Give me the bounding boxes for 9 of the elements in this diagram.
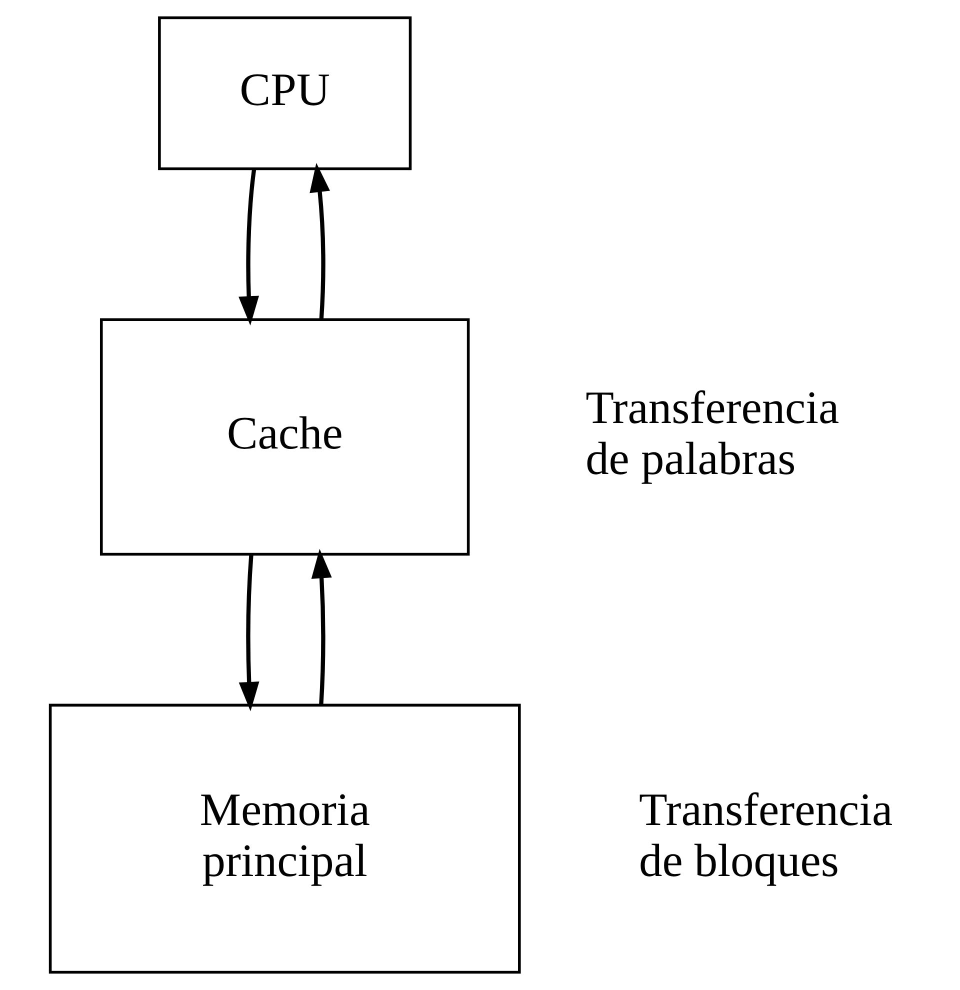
arrow: [238, 555, 259, 712]
node-box: Cache: [99, 318, 470, 556]
arrow: [309, 162, 330, 320]
label: Transferencia de bloques: [638, 784, 892, 887]
label: Transferencia de palabras: [585, 383, 839, 486]
arrow: [310, 548, 332, 706]
node-box: Memoria principal: [48, 704, 520, 974]
node-box: CPU: [158, 16, 412, 170]
arrow: [238, 168, 259, 326]
